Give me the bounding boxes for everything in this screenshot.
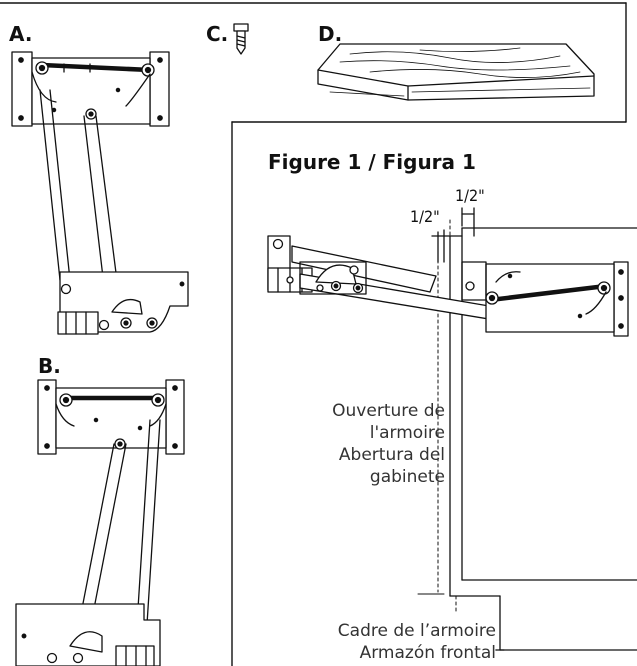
part-d-label: D. [318,22,343,46]
dimension-left: 1/2" [410,207,440,226]
opening-fr-line1: Ouverture de [332,401,445,421]
part-d-shelf [317,43,595,101]
opening-fr-line2: l'armoire [369,423,445,443]
figure-title: Figure 1 / Figura 1 [268,150,476,174]
part-a-label: A. [9,22,33,46]
part-c-label: C. [206,22,229,46]
figure-1-cabinet [267,207,637,651]
opening-es-line2: gabinete [369,467,445,487]
opening-es-line1: Abertura del [338,445,445,465]
frame-es: Armazón frontal [359,643,496,663]
part-c-screw [233,23,249,55]
part-b-mechanism [15,379,185,666]
dimension-top: 1/2" [455,186,485,205]
cabinet-opening-label: Ouverture de l'armoire Abertura del gabi… [280,400,445,488]
cabinet-frame-label: Cadre de l’armoire Armazón frontal [270,620,496,664]
frame-fr: Cadre de l’armoire [337,621,496,641]
part-b-label: B. [38,354,61,378]
part-a-mechanism [11,51,189,335]
